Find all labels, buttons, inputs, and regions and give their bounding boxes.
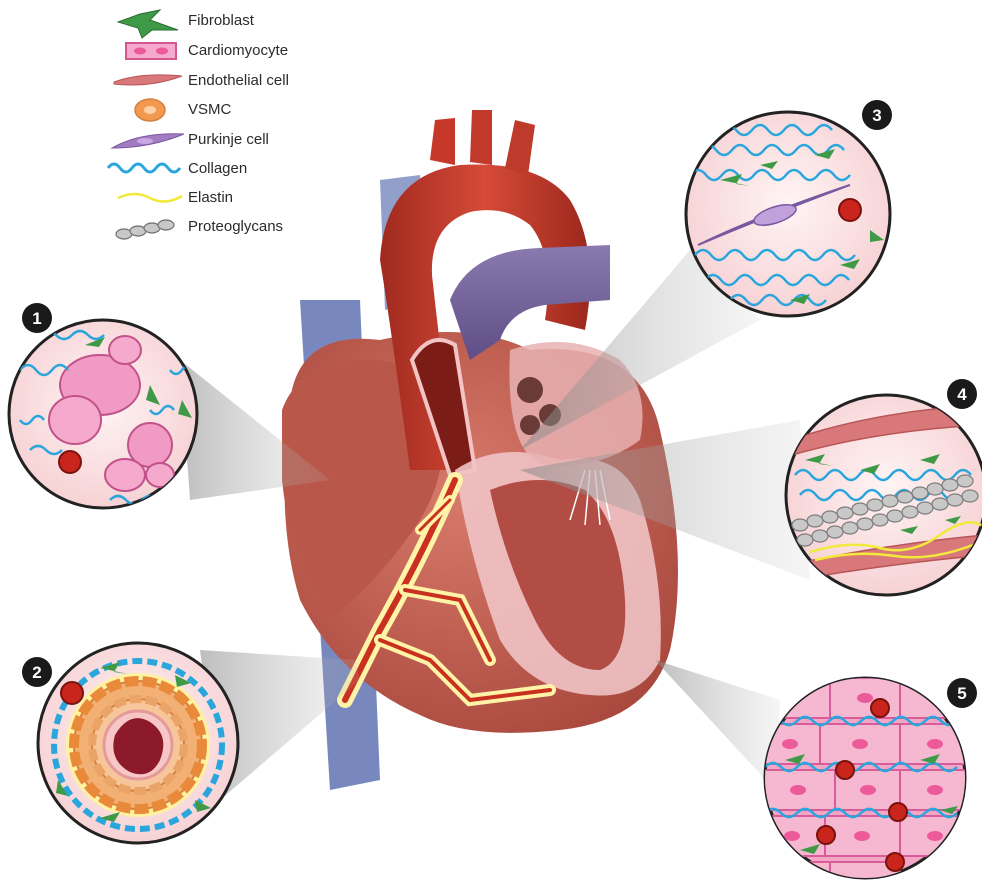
legend-label-cardiomyocyte: Cardiomyocyte (188, 42, 288, 60)
endothelial-cell-icon (114, 75, 182, 85)
cardiomyocyte-cell (105, 459, 145, 491)
badge-1: 1 (22, 303, 52, 333)
badge-5: 5 (947, 678, 977, 708)
badge-4-number: 4 (957, 385, 967, 404)
badge-5-number: 5 (957, 684, 966, 703)
callout-5-circle (760, 678, 970, 882)
cardiomyocyte-cell (109, 336, 141, 364)
legend-label-proteoglycans: Proteoglycans (188, 218, 283, 236)
badge-3-number: 3 (872, 106, 881, 125)
badge-2-number: 2 (32, 663, 41, 682)
fibroblast-icon (118, 10, 178, 38)
legend-label-elastin: Elastin (188, 189, 233, 207)
collagen-icon (108, 164, 180, 172)
vessel-cross-section (839, 199, 861, 221)
callout-2-circle (38, 643, 238, 843)
vessel-cross-section (59, 451, 81, 473)
elastin-icon (118, 194, 182, 202)
legend-label-endothelial-cell: Endothelial cell (188, 72, 289, 90)
aortic-branch-3 (505, 120, 535, 175)
badge-3: 3 (862, 100, 892, 130)
purkinje-cell-icon (112, 134, 184, 148)
legend-label-fibroblast: Fibroblast (188, 12, 254, 30)
badge-4: 4 (947, 379, 977, 409)
callout-beam-5 (655, 660, 780, 790)
vessel-cross-section (61, 682, 83, 704)
legend-label-collagen: Collagen (188, 160, 247, 178)
legend-label-vsmc: VSMC (188, 101, 231, 119)
cardiomyocyte-icon (126, 43, 176, 59)
badge-2: 2 (22, 657, 52, 687)
cardiomyocyte-cell (146, 463, 174, 487)
aortic-branch-2 (470, 110, 492, 165)
legend-label-purkinje-cell: Purkinje cell (188, 131, 269, 149)
vsmc-icon (135, 99, 165, 121)
proteoglycans-icon (116, 220, 174, 239)
callout-1-circle (9, 320, 197, 508)
callout-3-circle (686, 112, 890, 316)
aortic-branch-1 (430, 118, 455, 165)
legend-icons (108, 10, 184, 239)
pulmonary-vein-opening-1 (517, 377, 543, 403)
badge-1-number: 1 (32, 309, 41, 328)
cardiomyocyte-cell (49, 396, 101, 444)
callout-4-circle (786, 395, 982, 595)
